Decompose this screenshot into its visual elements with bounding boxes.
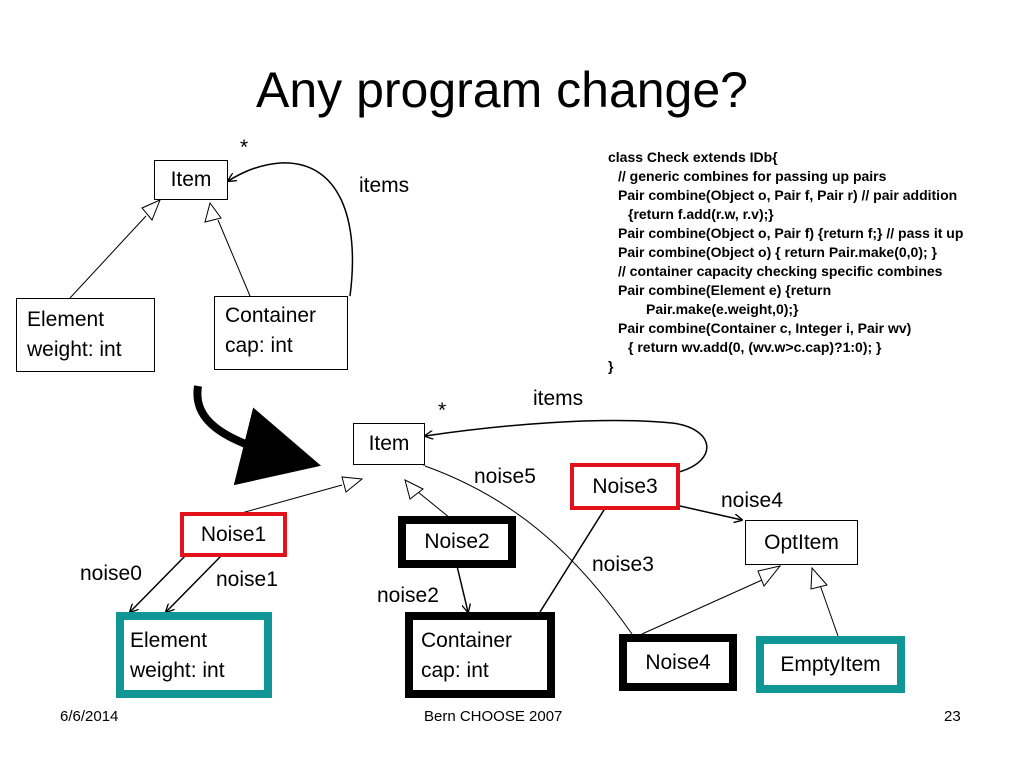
top-items-label: items xyxy=(359,174,410,197)
top-items-loop xyxy=(228,162,354,297)
bottom-container-name: Container xyxy=(421,629,513,652)
bottom-element-box: Element weight: int xyxy=(116,612,272,698)
edge-label-noise3: noise3 xyxy=(592,553,654,576)
inherit-emptyitem-optitem xyxy=(810,566,839,637)
edge-label-noise2: noise2 xyxy=(377,584,439,607)
top-container-attr: cap: int xyxy=(225,334,293,357)
bottom-item-label: Item xyxy=(368,432,410,455)
top-item-box: Item xyxy=(154,160,228,200)
top-element-box: Element weight: int xyxy=(16,298,155,372)
top-inherit-container xyxy=(204,201,251,297)
noise3-label: Noise3 xyxy=(592,474,658,498)
edge-label-noise4: noise4 xyxy=(721,489,783,512)
noise1-box: Noise1 xyxy=(180,512,287,557)
code-line: // container capacity checking specific … xyxy=(618,263,943,279)
code-line: class Check extends IDb{ xyxy=(608,149,778,165)
top-multiplicity: * xyxy=(240,136,249,159)
bottom-container-box: Container cap: int xyxy=(405,612,555,698)
slide-title: Any program change? xyxy=(256,62,748,118)
noise4-label: Noise4 xyxy=(645,650,711,674)
code-line: Pair combine(Container c, Integer i, Pai… xyxy=(618,320,912,336)
code-line: } xyxy=(608,358,614,374)
noise3-box: Noise3 xyxy=(570,463,680,510)
bottom-items-label: items xyxy=(533,387,584,410)
edge-noise1-element-a xyxy=(130,554,187,612)
top-element-attr: weight: int xyxy=(27,338,122,361)
code-line: Pair combine(Element e) {return Pair.mak… xyxy=(618,282,832,317)
edge-label-noise1: noise1 xyxy=(216,568,278,591)
bottom-items-loop xyxy=(425,419,708,473)
noise2-label: Noise2 xyxy=(424,530,490,553)
edge-container-to-noise3 xyxy=(539,494,614,613)
code-block: class Check extends IDb{ // generic comb… xyxy=(608,148,1020,376)
edge-label-noise0: noise0 xyxy=(80,562,142,585)
code-line: Pair combine(Object o, Pair f) {return f… xyxy=(618,225,964,241)
bottom-element-attr: weight: int xyxy=(130,659,225,682)
top-container-name: Container xyxy=(225,304,317,327)
top-container-box: Container cap: int xyxy=(214,296,348,370)
emptyitem-label: EmptyItem xyxy=(780,652,881,676)
bottom-item-box: Item xyxy=(353,423,425,465)
edge-noise2-container xyxy=(456,565,468,612)
optitem-box: OptItem xyxy=(745,520,858,565)
top-inherit-element xyxy=(69,199,161,299)
code-line: Pair combine(Object o) { return Pair.mak… xyxy=(618,244,937,260)
emptyitem-box: EmptyItem xyxy=(756,636,905,693)
top-element-name: Element xyxy=(27,308,105,331)
noise1-label: Noise1 xyxy=(200,522,267,546)
code-line: Pair combine(Object o, Pair f, Pair r) /… xyxy=(618,187,958,203)
inherit-noise4-optitem xyxy=(641,565,782,635)
bottom-inherit-noise1 xyxy=(237,476,364,515)
bottom-multiplicity: * xyxy=(438,399,447,422)
bottom-inherit-noise2 xyxy=(404,479,451,519)
top-item-label: Item xyxy=(170,168,212,191)
bottom-container-attr: cap: int xyxy=(421,659,489,682)
code-line: {return f.add(r.w, r.v);} xyxy=(628,206,774,222)
edge-noise3-to-optitem xyxy=(679,505,742,520)
noise4-box: Noise4 xyxy=(619,634,737,691)
footer-page-number: 23 xyxy=(944,708,961,725)
bottom-element-name: Element xyxy=(130,629,208,652)
code-line: { return wv.add(0, (wv.w>c.cap)?1:0); } xyxy=(628,339,882,355)
footer-date: 6/6/2014 xyxy=(60,708,119,725)
transform-arrow xyxy=(193,385,322,486)
code-line: // generic combines for passing up pairs xyxy=(618,168,887,184)
bottom-inherit-noise4 xyxy=(424,465,633,635)
noise2-box: Noise2 xyxy=(398,516,516,568)
edge-label-noise5: noise5 xyxy=(474,465,536,488)
edge-noise1-element-b xyxy=(166,554,223,612)
footer-center: Bern CHOOSE 2007 xyxy=(424,708,563,725)
optitem-label: OptItem xyxy=(764,530,839,554)
